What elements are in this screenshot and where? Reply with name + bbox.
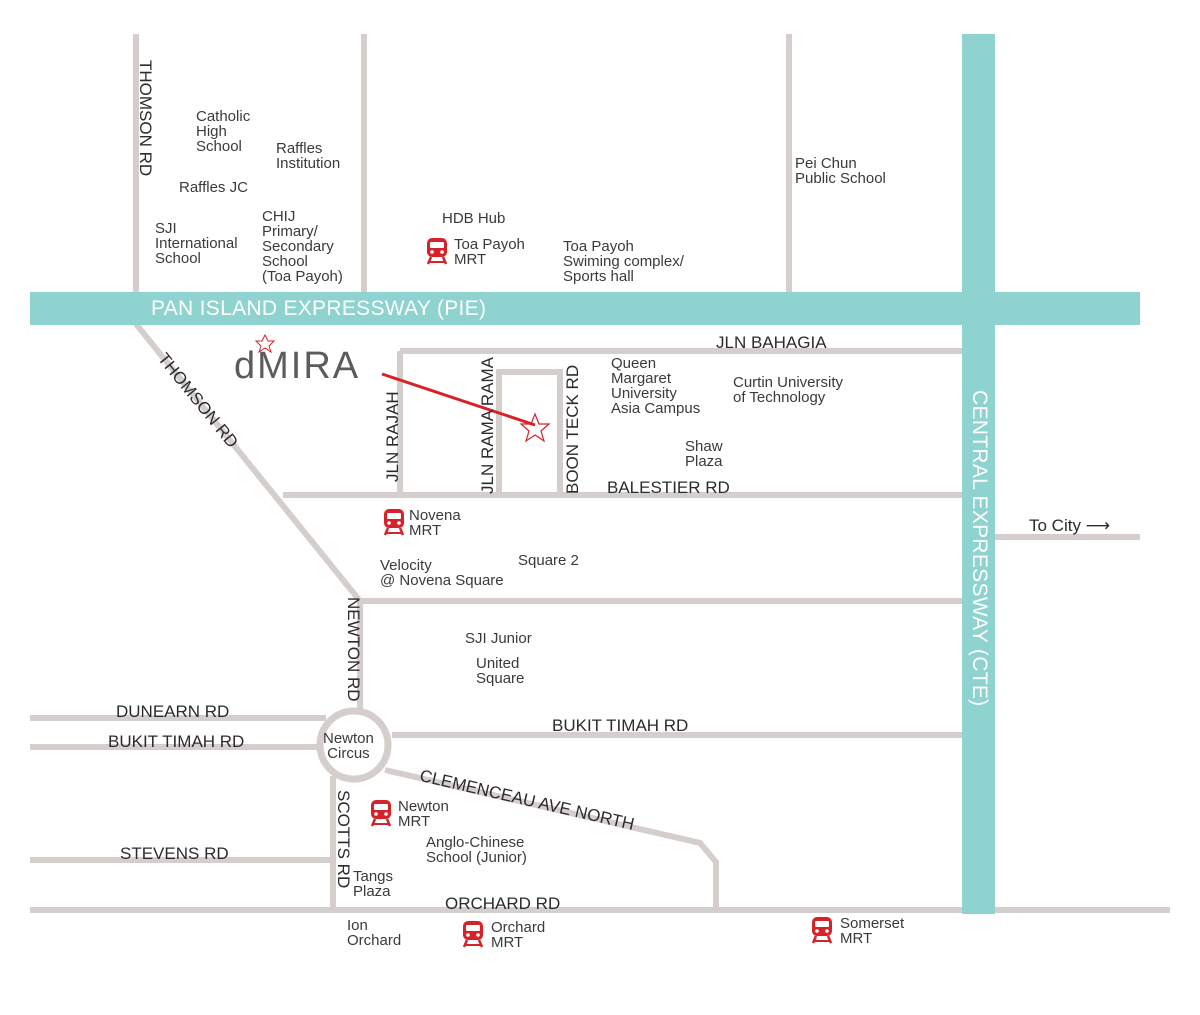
orchard-rd-label: ORCHARD RD [445,894,561,913]
mrt-orchard: Orchard MRT [491,919,546,951]
jln-rama-rama-label: JLN RAMA RAMA [478,357,497,494]
place-curtin: Curtin University of Technology [733,374,844,406]
brand-d: d [234,345,258,387]
arrow-right-icon: ⟶ [1085,516,1111,535]
bukit-timah-rd-right-label: BUKIT TIMAH RD [552,716,689,735]
to-city-text: To City [1029,516,1081,535]
stevens-rd-label: STEVENS RD [120,844,229,863]
road-network [30,34,1170,913]
thomson-rd-top-label: THOMSON RD [136,60,155,177]
balestier-rd-label: BALESTIER RD [607,478,730,497]
place-sji-international: SJI International School [155,220,238,267]
place-pei-chun: Pei Chun Public School [795,155,886,187]
place-queen-margaret: Queen Margaret University Asia Campus [611,355,701,417]
novena-mrt-icon [382,508,406,536]
newton-rd-label: NEWTON RD [344,597,363,702]
place-catholic-high: Catholic High School [196,108,251,155]
place-velocity: Velocity @ Novena Square [380,557,504,589]
place-hdb-hub: HDB Hub [442,210,506,227]
scotts-rd-label: SCOTTS RD [334,790,353,889]
place-ion-orchard: Ion Orchard [347,917,402,949]
mrt-novena: Novena MRT [409,507,461,539]
brand-logo: dMIRA [234,347,360,385]
somerset-mrt-icon [810,916,834,944]
mrt-toa-payoh: Toa Payoh MRT [454,236,525,268]
newton-circus-label: Newton Circus [323,730,374,762]
place-raffles-jc: Raffles JC [179,179,248,196]
place-toa-payoh-complex: Toa Payoh Swiming complex/ Sports hall [563,238,684,285]
pie-label: PAN ISLAND EXPRESSWAY (PIE) [151,297,487,320]
newton-circus-ring [316,707,392,783]
dunearn-rd-label: DUNEARN RD [116,702,230,721]
place-square2: Square 2 [518,552,579,569]
to-city-label: To City ⟶ [1029,517,1110,534]
place-united-square: United Square [476,655,525,687]
place-acs-junior: Anglo-Chinese School (Junior) [426,834,527,866]
newton-mrt-icon [369,799,393,827]
pie-expressway [30,292,1140,325]
thomson-rd-diag-road [133,322,363,603]
place-raffles-institution: Raffles Institution [276,140,341,172]
expressways [30,34,1140,914]
bukit-timah-rd-left-label: BUKIT TIMAH RD [108,732,245,751]
brand-star-icon [254,333,276,354]
place-tangs-plaza: Tangs Plaza [353,868,394,900]
toa-payoh-mrt-icon [425,237,449,265]
mrt-somerset: Somerset MRT [840,915,905,947]
mrt-newton: Newton MRT [398,798,449,830]
location-pointer [254,333,551,443]
jln-bahagia-label: JLN BAHAGIA [716,333,827,352]
jln-rama-rama-road [496,369,563,495]
boon-teck-rd-label: BOON TECK RD [563,364,582,494]
pointer-line [381,372,536,427]
place-shaw-plaza: Shaw Plaza [685,438,723,470]
place-chij: CHIJ Primary/ Secondary School (Toa Payo… [262,208,343,285]
star-icon [519,412,551,443]
jln-rajah-label: JLN RAJAH [383,391,402,482]
brand-mira: MIRA [257,345,361,387]
clemenceau-road [384,767,719,910]
cte-expressway [962,34,995,914]
cte-label: CENTRAL EXPRESSWAY (CTE) [968,390,991,707]
place-sji-junior: SJI Junior [465,630,532,647]
orchard-mrt-icon [461,920,485,948]
